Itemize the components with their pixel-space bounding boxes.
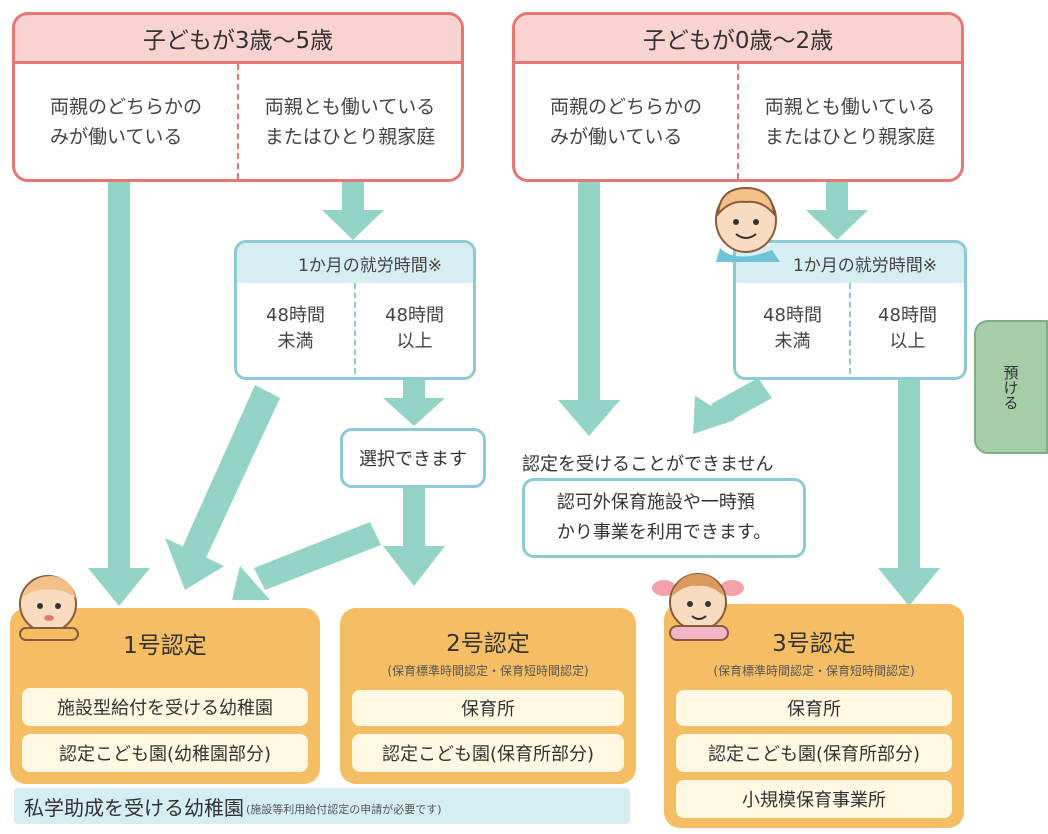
age-0-2-box: 子どもが0歳～2歳 両親のどちらかのみが働いている 両親とも働いているまたはひと… [512, 12, 964, 182]
private-kindergarten-note: 私学助成を受ける幼稚園 (施設等利用給付認定の申請が必要です) [14, 788, 630, 824]
hours-under-48: 48時間未満 [763, 304, 822, 352]
hours-over-48: 48時間以上 [354, 283, 473, 374]
cert-1-item: 認定こども園(幼稚園部分) [22, 734, 308, 772]
work-hours-label: 1か月の就労時間※ [237, 243, 473, 283]
cert-3-item: 小規模保育事業所 [676, 780, 952, 818]
cert-1-item: 施設型給付を受ける幼稚園 [22, 688, 308, 726]
private-note-main: 私学助成を受ける幼稚園 [24, 795, 244, 820]
age-0-2-both-parents: 両親とも働いているまたはひとり親家庭 [737, 64, 961, 179]
private-note-sub: (施設等利用給付認定の申請が必要です) [246, 803, 442, 816]
age-3-5-both-parents: 両親とも働いているまたはひとり親家庭 [237, 64, 461, 179]
age-0-2-title: 子どもが0歳～2歳 [515, 15, 961, 64]
cert-3-item: 保育所 [676, 690, 952, 726]
work-hours-box-left: 1か月の就労時間※ 48時間未満 48時間以上 [234, 240, 476, 380]
age-0-2-one-parent: 両親のどちらかのみが働いている [549, 95, 702, 148]
side-tab-label: 預ける [1001, 364, 1020, 410]
selectable-label: 選択できます [359, 449, 467, 470]
age-3-5-one-parent: 両親のどちらかのみが働いている [49, 95, 202, 148]
cert-3-title: 3号認定 [772, 631, 856, 657]
hours-under-48: 48時間未満 [266, 304, 325, 352]
age-3-5-box: 子どもが3歳～5歳 両親のどちらかのみが働いている 両親とも働いているまたはひと… [12, 12, 464, 182]
cert-3-subtitle: (保育標準時間認定・保育短時間認定) [713, 664, 915, 678]
cert-2-subtitle: (保育標準時間認定・保育短時間認定) [387, 664, 589, 678]
cert-2-item: 保育所 [352, 690, 624, 726]
cert-2-item: 認定こども園(保育所部分) [352, 734, 624, 772]
cert-3-box: 3号認定 (保育標準時間認定・保育短時間認定) 保育所 認定こども園(保育所部分… [664, 604, 964, 828]
cert-3-item: 認定こども園(保育所部分) [676, 734, 952, 772]
cert-1-title: 1号認定 [123, 633, 207, 659]
unlicensed-note-box: 認可外保育施設や一時預 かり事業を利用できます。 [522, 478, 806, 558]
work-hours-label: 1か月の就労時間※ [736, 243, 964, 283]
selectable-box: 選択できます [340, 428, 486, 488]
work-hours-box-right: 1か月の就労時間※ 48時間未満 48時間以上 [733, 240, 967, 380]
hours-over-48: 48時間以上 [849, 283, 964, 374]
girl-illustration-icon [652, 573, 744, 641]
age-3-5-title: 子どもが3歳～5歳 [15, 15, 461, 64]
child-illustration-icon [715, 186, 780, 262]
cert-2-title: 2号認定 [446, 631, 530, 657]
not-certified-label: 認定を受けることができません [522, 454, 774, 475]
baby-illustration-icon [19, 575, 79, 641]
side-tab[interactable]: 預ける [974, 320, 1048, 454]
cert-2-box: 2号認定 (保育標準時間認定・保育短時間認定) 保育所 認定こども園(保育所部分… [340, 608, 636, 784]
